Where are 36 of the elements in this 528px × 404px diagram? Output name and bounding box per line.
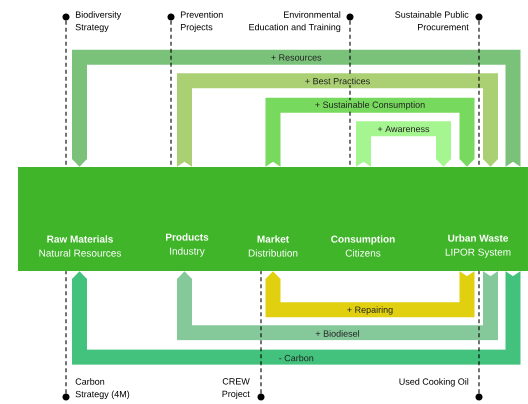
pin-label: Environmental Education and Training bbox=[249, 11, 340, 32]
pin-dot bbox=[346, 14, 354, 20]
pin-dot bbox=[476, 393, 482, 400]
pin-label: Sustainable Public Procurement bbox=[395, 11, 469, 30]
pin-dot bbox=[476, 14, 482, 20]
pin-dot bbox=[62, 393, 70, 400]
process-band bbox=[18, 167, 528, 271]
flow-arrow bbox=[265, 271, 474, 318]
pin-label: Used Cooking Oil bbox=[400, 378, 468, 387]
pin-line bbox=[65, 271, 67, 394]
pin-label: Carbon Strategy (4M) bbox=[76, 378, 130, 400]
stage-label: Consumption Citizens bbox=[331, 235, 395, 257]
pin-line bbox=[478, 271, 480, 394]
pin-label: Biodiversity Strategy bbox=[76, 11, 122, 32]
pin-dot bbox=[62, 14, 70, 20]
pin-dot bbox=[258, 393, 264, 400]
pin-label: Prevention Projects bbox=[180, 11, 223, 32]
flow-arrow bbox=[72, 271, 520, 365]
flow-arrow bbox=[266, 98, 475, 167]
flow-arrow bbox=[177, 73, 498, 167]
pin-line bbox=[65, 20, 67, 167]
pin-line bbox=[170, 20, 172, 167]
edge-label: + Biodiesel bbox=[314, 329, 361, 338]
edge-label: + Best Practices bbox=[304, 76, 372, 86]
pin-label: CREW Project bbox=[222, 378, 250, 399]
stage-label: Urban Waste LIPOR System bbox=[446, 234, 510, 258]
flow-arrow bbox=[356, 121, 452, 167]
stage-label: Products Industry bbox=[166, 233, 208, 257]
edge-label: - Carbon bbox=[278, 354, 315, 362]
pin-line bbox=[260, 271, 262, 394]
flow-arrow bbox=[176, 271, 498, 340]
pin-line bbox=[349, 20, 351, 167]
pin-dot bbox=[168, 14, 174, 20]
stage-label: Raw Materials Natural Resources bbox=[39, 235, 122, 257]
stage-label: Market Distribution bbox=[248, 235, 298, 257]
pin-line bbox=[478, 20, 480, 167]
